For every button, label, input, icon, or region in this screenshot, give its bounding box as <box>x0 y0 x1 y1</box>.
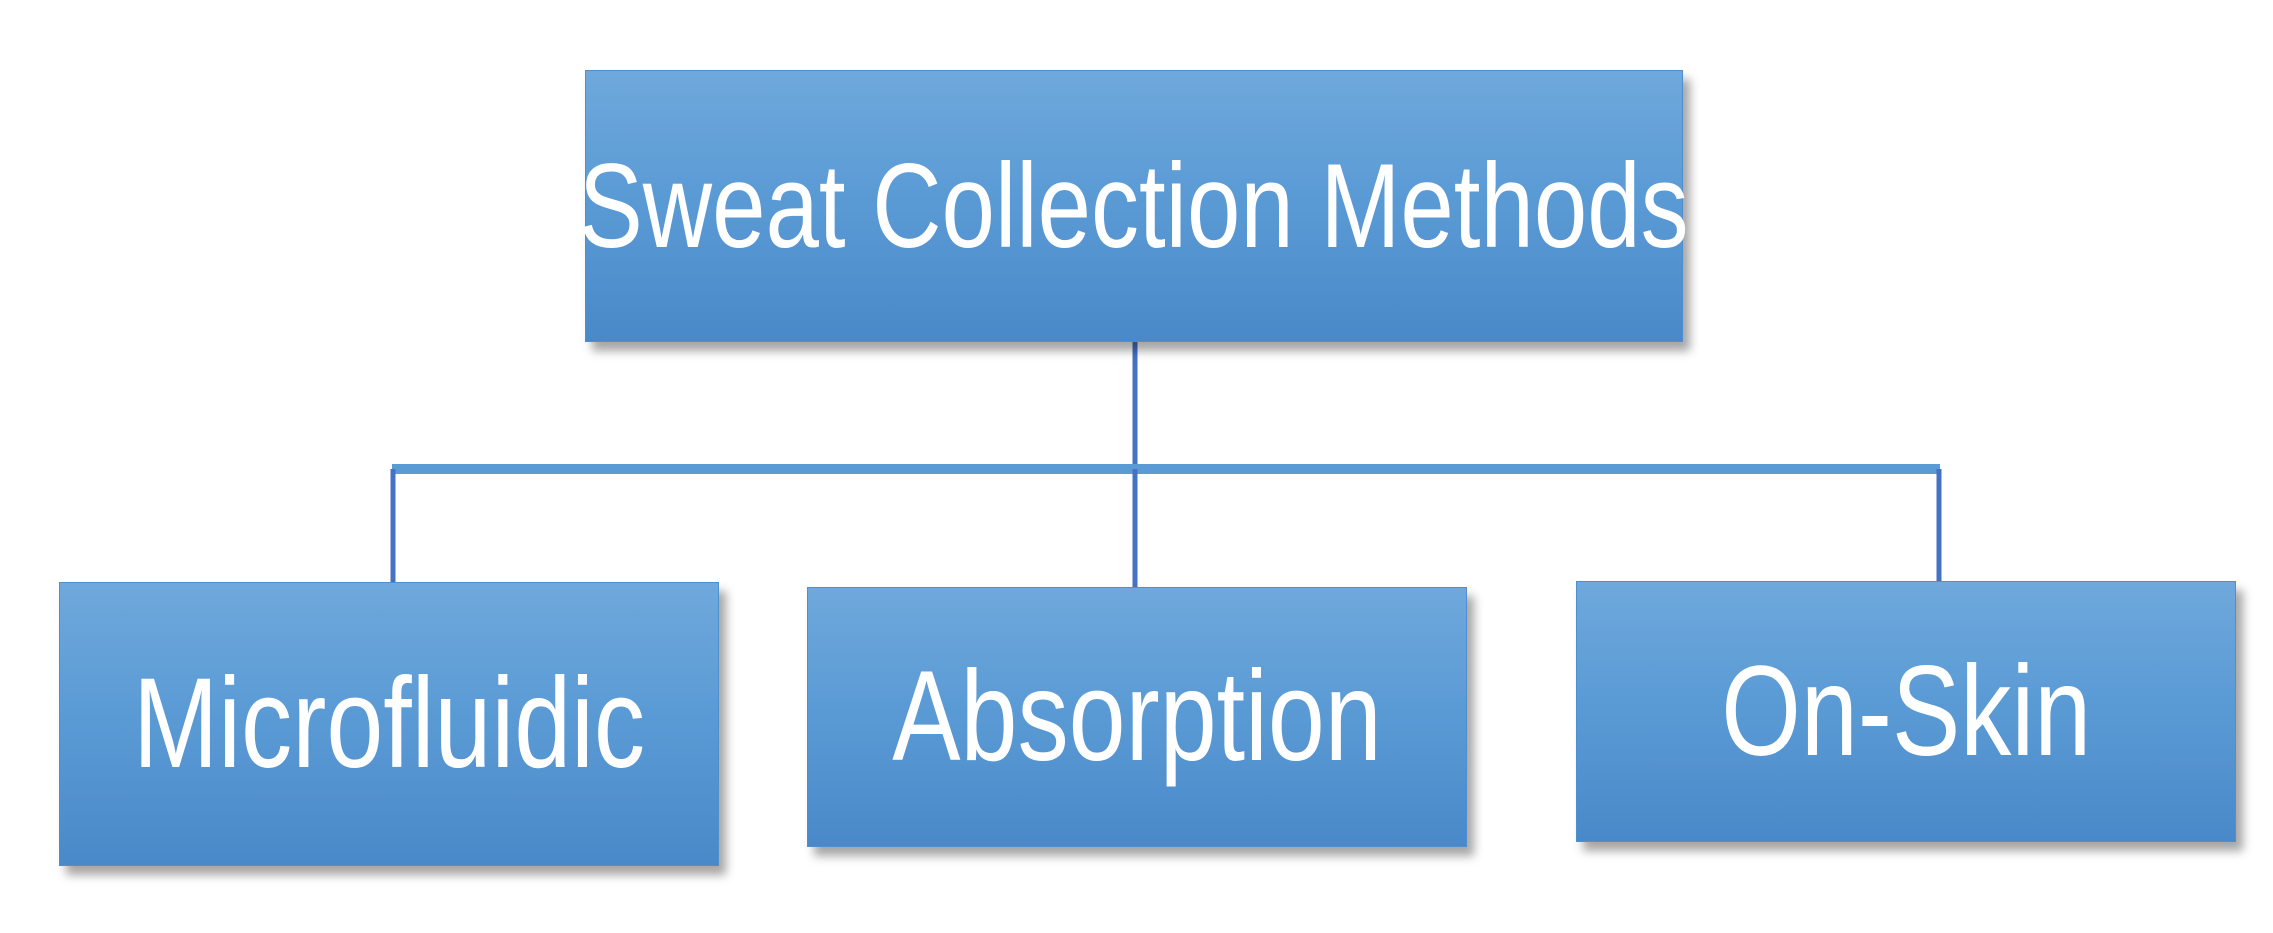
child-node-microfluidic: Microfluidic <box>59 582 719 866</box>
child-node-absorption: Absorption <box>807 587 1467 847</box>
child-node-on-skin: On-Skin <box>1576 581 2236 842</box>
root-node-label: Sweat Collection Methods <box>579 139 1689 273</box>
child-node-label: On-Skin <box>1721 639 2091 783</box>
child-node-label: Microfluidic <box>132 652 646 795</box>
child-node-label: Absorption <box>892 645 1382 788</box>
root-node-box: Sweat Collection Methods <box>579 70 1689 342</box>
